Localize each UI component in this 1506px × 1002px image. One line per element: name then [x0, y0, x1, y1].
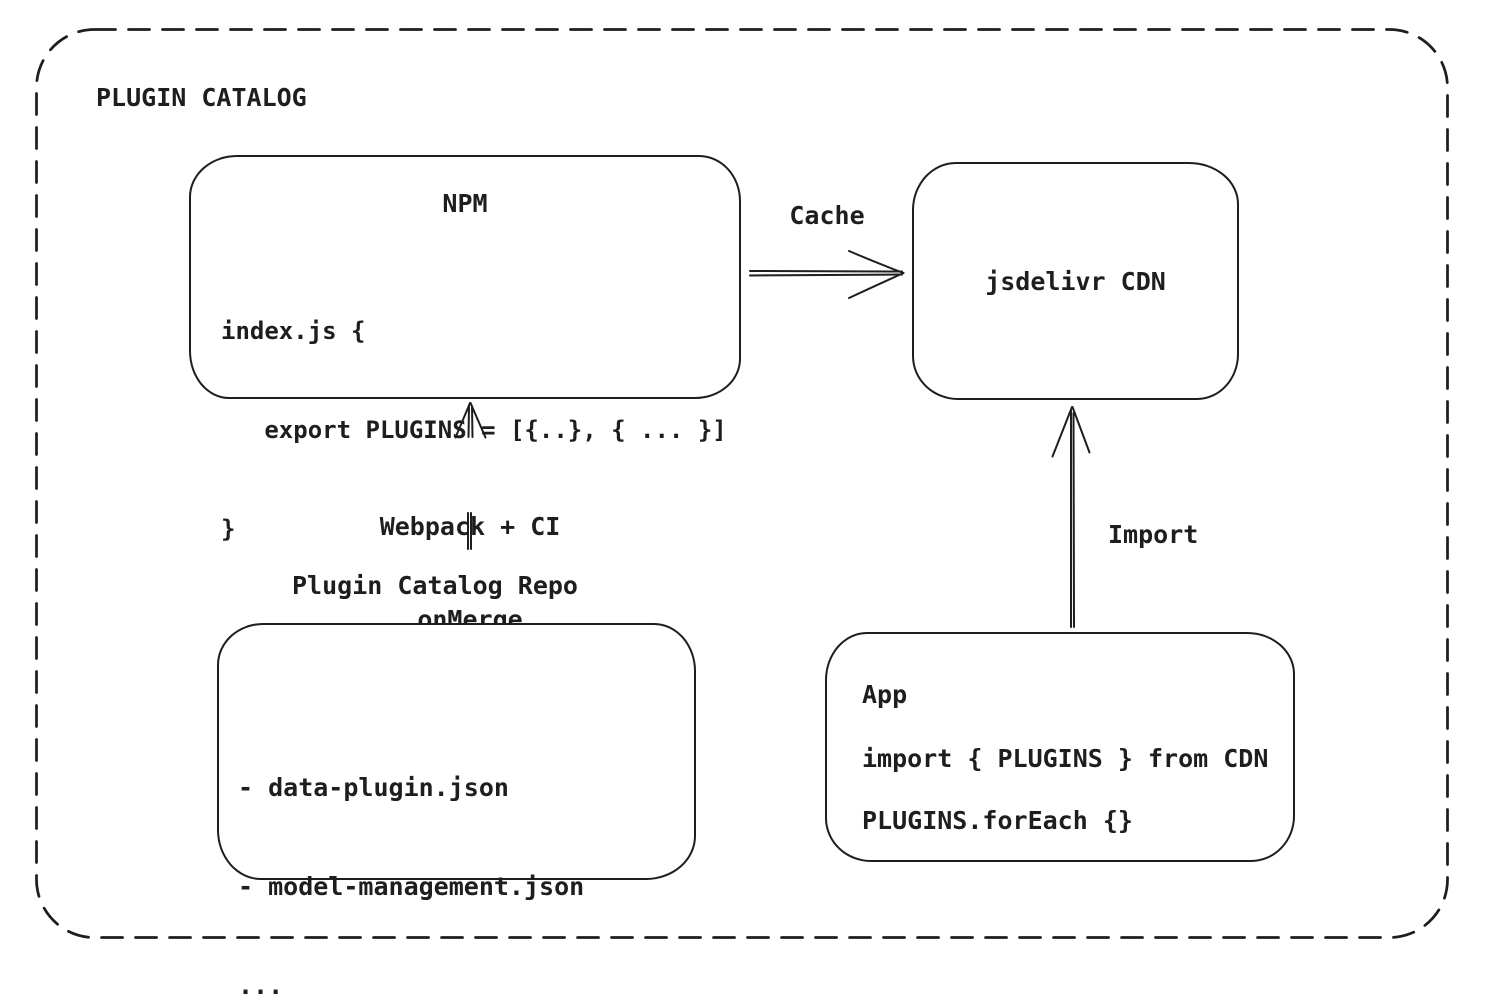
import-arrow[interactable]	[1051, 406, 1091, 628]
app-node[interactable]: App import { PLUGINS } from CDN PLUGINS.…	[825, 632, 1295, 862]
npm-code-line-2: export PLUGINS = [{..}, { ... }]	[221, 416, 727, 444]
build-arrow-label-line-1: Webpack + CI	[379, 512, 561, 541]
repo-title: Plugin Catalog Repo	[292, 571, 578, 600]
npm-title: NPM	[442, 189, 488, 218]
app-title: App	[862, 680, 908, 709]
npm-code: index.js { export PLUGINS = [{..}, { ...…	[221, 249, 727, 612]
frame-title: PLUGIN CATALOG	[96, 83, 307, 112]
npm-code-line-1: index.js {	[221, 317, 366, 345]
import-arrow-label: Import	[1108, 520, 1199, 549]
cache-arrow-label: Cache	[789, 201, 865, 230]
npm-code-line-3: }	[221, 515, 236, 543]
cdn-node[interactable]: jsdelivr CDN	[912, 162, 1239, 400]
repo-item-3: ...	[238, 971, 284, 1000]
cache-arrow[interactable]	[749, 250, 905, 299]
app-code-line-2: PLUGINS.forEach {}	[862, 806, 1133, 835]
cdn-label: jsdelivr CDN	[985, 266, 1166, 296]
repo-node[interactable]: - data-plugin.json - model-management.js…	[217, 623, 696, 1000]
build-arrow[interactable]	[454, 402, 487, 550]
npm-node[interactable]: NPM index.js { export PLUGINS = [{..}, {…	[189, 155, 741, 543]
app-code-line-1: import { PLUGINS } from CDN	[862, 744, 1269, 773]
repo-item-1: - data-plugin.json	[238, 773, 509, 802]
repo-items: - data-plugin.json - model-management.js…	[238, 705, 584, 1002]
repo-item-2: - model-management.json	[238, 872, 585, 901]
frame-border	[35, 28, 1449, 939]
